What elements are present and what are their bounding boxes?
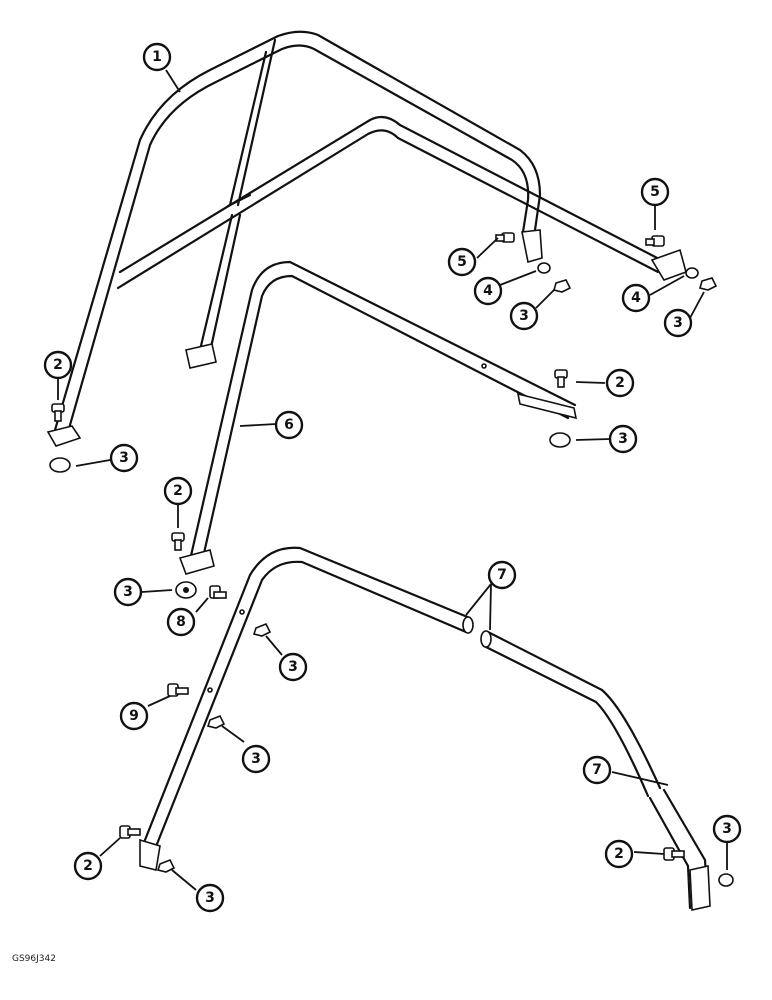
svg-text:9: 9 — [129, 708, 139, 724]
nut-icon — [175, 581, 197, 599]
washer-icon — [537, 262, 551, 274]
bolt-icon — [167, 683, 189, 697]
svg-text:3: 3 — [119, 450, 129, 466]
drawing-code: GS96J342 — [12, 954, 56, 964]
svg-text:4: 4 — [483, 283, 493, 299]
svg-text:2: 2 — [83, 858, 93, 874]
svg-text:2: 2 — [614, 846, 624, 862]
nut-icon — [156, 858, 176, 873]
svg-text:8: 8 — [176, 614, 186, 630]
bolt-icon — [51, 403, 65, 422]
nut-icon — [49, 457, 71, 473]
frame-part-6 — [178, 260, 578, 575]
svg-text:7: 7 — [497, 567, 507, 583]
callout-3: 3 — [712, 814, 742, 844]
callout-5: 5 — [640, 177, 670, 207]
bolt-icon — [645, 235, 665, 247]
nut-icon — [718, 873, 734, 887]
nut-icon — [553, 279, 572, 293]
bolt-icon — [554, 369, 568, 388]
callout-3: 3 — [278, 652, 308, 682]
washer-icon — [685, 267, 699, 279]
callout-3: 3 — [608, 424, 638, 454]
callout-2: 2 — [605, 368, 635, 398]
leader-lines — [57, 69, 728, 891]
callout-3: 3 — [241, 744, 271, 774]
svg-text:2: 2 — [173, 483, 183, 499]
callout-5: 5 — [447, 247, 477, 277]
hardware — [49, 232, 734, 887]
callout-4: 4 — [621, 283, 651, 313]
callout-2: 2 — [163, 476, 193, 506]
svg-text:3: 3 — [519, 308, 529, 324]
callout-3: 3 — [509, 301, 539, 331]
callout-7: 7 — [487, 560, 517, 590]
svg-text:7: 7 — [592, 762, 602, 778]
svg-text:3: 3 — [673, 315, 683, 331]
callout-2: 2 — [43, 350, 73, 380]
callout-3: 3 — [109, 443, 139, 473]
callout-8: 8 — [166, 607, 196, 637]
nut-icon — [549, 432, 571, 448]
svg-text:6: 6 — [284, 417, 294, 433]
nut-icon — [252, 622, 272, 637]
svg-text:3: 3 — [251, 751, 261, 767]
svg-text:2: 2 — [53, 357, 63, 373]
svg-text:4: 4 — [631, 290, 641, 306]
callout-3: 3 — [113, 577, 143, 607]
svg-text:3: 3 — [618, 431, 628, 447]
nut-icon — [699, 277, 718, 291]
callout-3: 3 — [663, 308, 693, 338]
svg-text:3: 3 — [288, 659, 298, 675]
svg-text:3: 3 — [123, 584, 133, 600]
svg-text:1: 1 — [152, 49, 162, 65]
bolt-icon — [209, 585, 227, 599]
svg-text:5: 5 — [457, 254, 467, 270]
svg-text:3: 3 — [205, 890, 215, 906]
callout-9: 9 — [119, 701, 149, 731]
frame-part-1 — [46, 30, 687, 447]
svg-text:3: 3 — [722, 821, 732, 837]
callout-7: 7 — [582, 755, 612, 785]
bolt-icon — [171, 532, 185, 551]
bolt-icon — [119, 825, 141, 839]
callout-4: 4 — [473, 276, 503, 306]
callout-1: 1 — [142, 42, 172, 72]
callout-6: 6 — [274, 410, 304, 440]
bolt-icon — [663, 847, 685, 861]
svg-text:2: 2 — [615, 375, 625, 391]
callout-2: 2 — [604, 839, 634, 869]
svg-text:5: 5 — [650, 184, 660, 200]
callout-3: 3 — [195, 883, 225, 913]
bolt-icon — [495, 232, 515, 243]
nut-icon — [206, 714, 226, 729]
callout-2: 2 — [73, 851, 103, 881]
